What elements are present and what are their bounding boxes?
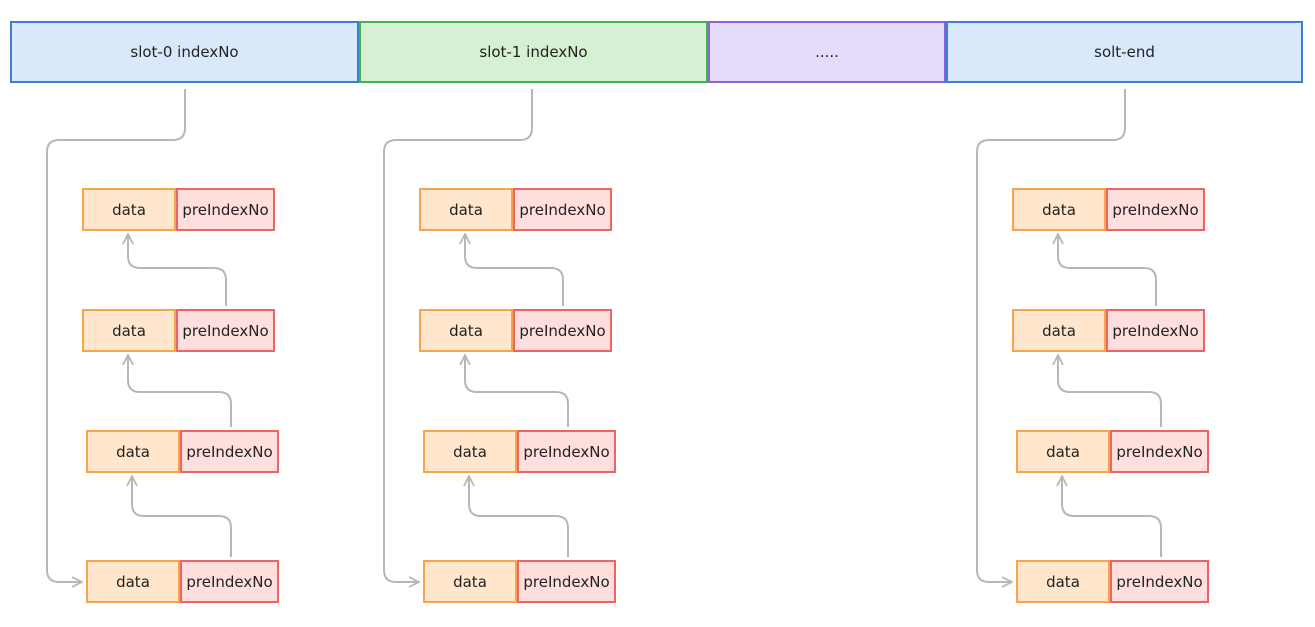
pre-index-cell: preIndexNo xyxy=(1110,430,1209,473)
pre-index-arrow xyxy=(1062,476,1162,557)
pre-index-arrow xyxy=(128,234,227,306)
pre-index-cell: preIndexNo xyxy=(517,560,616,603)
pre-index-label: preIndexNo xyxy=(1116,572,1203,591)
data-label: data xyxy=(1042,321,1076,340)
pre-index-cell: preIndexNo xyxy=(1106,188,1205,231)
data-cell: data xyxy=(419,309,513,352)
data-label: data xyxy=(1046,442,1080,461)
data-label: data xyxy=(1042,200,1076,219)
pre-index-label: preIndexNo xyxy=(1112,321,1199,340)
data-label: data xyxy=(449,200,483,219)
pre-index-label: preIndexNo xyxy=(523,572,610,591)
slot-0-cell: slot-0 indexNo xyxy=(10,21,359,83)
slot-end-cell: solt-end xyxy=(946,21,1303,83)
data-label: data xyxy=(453,572,487,591)
pre-index-label: preIndexNo xyxy=(186,442,273,461)
pre-index-label: preIndexNo xyxy=(182,200,269,219)
pre-index-label: preIndexNo xyxy=(1112,200,1199,219)
pre-index-arrow xyxy=(465,355,569,427)
data-cell: data xyxy=(86,560,180,603)
pre-index-cell: preIndexNo xyxy=(517,430,616,473)
pre-index-label: preIndexNo xyxy=(182,321,269,340)
pre-index-arrow xyxy=(465,234,564,306)
pre-index-label: preIndexNo xyxy=(519,321,606,340)
pre-index-label: preIndexNo xyxy=(1116,442,1203,461)
pre-index-cell: preIndexNo xyxy=(513,309,612,352)
data-cell: data xyxy=(1016,560,1110,603)
pre-index-cell: preIndexNo xyxy=(180,430,279,473)
data-cell: data xyxy=(82,309,176,352)
pre-index-cell: preIndexNo xyxy=(176,309,275,352)
slot-1-label: slot-1 indexNo xyxy=(479,43,588,61)
slot-end-label: solt-end xyxy=(1094,43,1155,61)
pre-index-cell: preIndexNo xyxy=(1110,560,1209,603)
pre-index-arrow xyxy=(132,476,232,557)
pre-index-arrow xyxy=(469,476,569,557)
data-cell: data xyxy=(423,560,517,603)
slot-0-label: slot-0 indexNo xyxy=(130,43,239,61)
data-label: data xyxy=(116,572,150,591)
data-cell: data xyxy=(1016,430,1110,473)
pre-index-arrow xyxy=(128,355,232,427)
data-cell: data xyxy=(419,188,513,231)
slot-ellipsis-cell: ..... xyxy=(708,21,946,83)
data-label: data xyxy=(112,321,146,340)
pre-index-label: preIndexNo xyxy=(519,200,606,219)
pre-index-arrow xyxy=(1058,355,1162,427)
pre-index-cell: preIndexNo xyxy=(180,560,279,603)
data-label: data xyxy=(112,200,146,219)
pre-index-label: preIndexNo xyxy=(186,572,273,591)
data-label: data xyxy=(1046,572,1080,591)
data-cell: data xyxy=(1012,309,1106,352)
data-cell: data xyxy=(86,430,180,473)
data-label: data xyxy=(449,321,483,340)
pre-index-cell: preIndexNo xyxy=(176,188,275,231)
pre-index-cell: preIndexNo xyxy=(1106,309,1205,352)
data-cell: data xyxy=(1012,188,1106,231)
data-label: data xyxy=(453,442,487,461)
pre-index-cell: preIndexNo xyxy=(513,188,612,231)
data-cell: data xyxy=(82,188,176,231)
pre-index-arrow xyxy=(1058,234,1157,306)
slot-ellipsis-label: ..... xyxy=(815,43,839,61)
data-cell: data xyxy=(423,430,517,473)
data-label: data xyxy=(116,442,150,461)
slot-1-cell: slot-1 indexNo xyxy=(359,21,708,83)
pre-index-label: preIndexNo xyxy=(523,442,610,461)
